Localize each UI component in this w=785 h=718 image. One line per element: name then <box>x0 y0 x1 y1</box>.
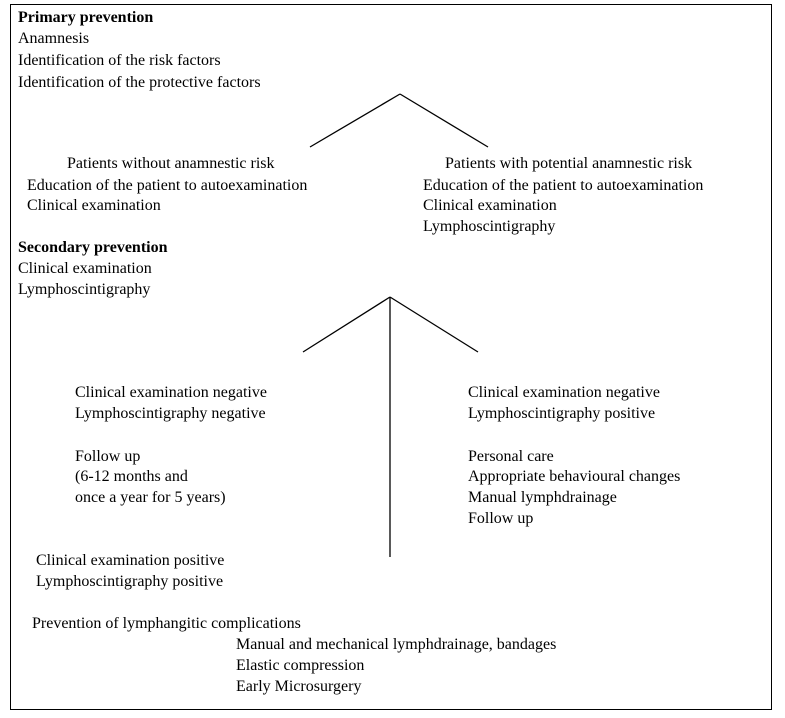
neg-neg-follow-up: Follow up <box>75 448 141 465</box>
neg-pos-clinical: Clinical examination negative <box>468 384 660 401</box>
without-risk-item-education: Education of the patient to autoexaminat… <box>27 177 308 194</box>
with-risk-item-lymphoscintigraphy: Lymphoscintigraphy <box>423 218 556 235</box>
diagram-frame <box>10 4 772 710</box>
with-risk-item-education: Education of the patient to autoexaminat… <box>423 177 704 194</box>
with-risk-title: Patients with potential anamnestic risk <box>445 155 693 172</box>
neg-neg-clinical: Clinical examination negative <box>75 384 267 401</box>
secondary-branch-right <box>389 296 479 353</box>
primary-branch-right <box>399 93 489 148</box>
neg-pos-lymphoscintigraphy: Lymphoscintigraphy positive <box>468 405 656 422</box>
complications-item-microsurgery: Early Microsurgery <box>236 678 362 695</box>
primary-item-risk-factors: Identification of the risk factors <box>18 52 221 69</box>
pos-pos-lymphoscintigraphy: Lymphoscintigraphy positive <box>36 573 224 590</box>
complications-item-lymphdrainage: Manual and mechanical lymphdrainage, ban… <box>236 636 557 653</box>
neg-neg-follow-up-duration: once a year for 5 years) <box>75 489 226 506</box>
neg-pos-personal-care: Personal care <box>468 448 554 465</box>
primary-item-protective-factors: Identification of the protective factors <box>18 74 261 91</box>
neg-neg-follow-up-interval: (6-12 months and <box>75 468 188 485</box>
without-risk-item-clinical: Clinical examination <box>27 197 161 214</box>
complications-item-elastic-compression: Elastic compression <box>236 657 365 674</box>
primary-prevention-heading: Primary prevention <box>18 9 154 26</box>
primary-branch-left <box>309 93 401 148</box>
pos-pos-clinical: Clinical examination positive <box>36 552 225 569</box>
without-risk-title: Patients without anamnestic risk <box>67 155 275 172</box>
neg-neg-lymphoscintigraphy: Lymphoscintigraphy negative <box>75 405 266 422</box>
secondary-item-clinical: Clinical examination <box>18 260 152 277</box>
secondary-prevention-heading: Secondary prevention <box>18 239 168 256</box>
secondary-item-lymphoscintigraphy: Lymphoscintigraphy <box>18 281 151 298</box>
with-risk-item-clinical: Clinical examination <box>423 197 557 214</box>
primary-item-anamnesis: Anamnesis <box>18 30 90 47</box>
complications-title: Prevention of lymphangitic complications <box>32 615 301 632</box>
neg-pos-behavioural-changes: Appropriate behavioural changes <box>468 468 681 485</box>
neg-pos-manual-lymphdrainage: Manual lymphdrainage <box>468 489 617 506</box>
neg-pos-follow-up: Follow up <box>468 510 534 527</box>
secondary-branch-left <box>302 296 391 353</box>
